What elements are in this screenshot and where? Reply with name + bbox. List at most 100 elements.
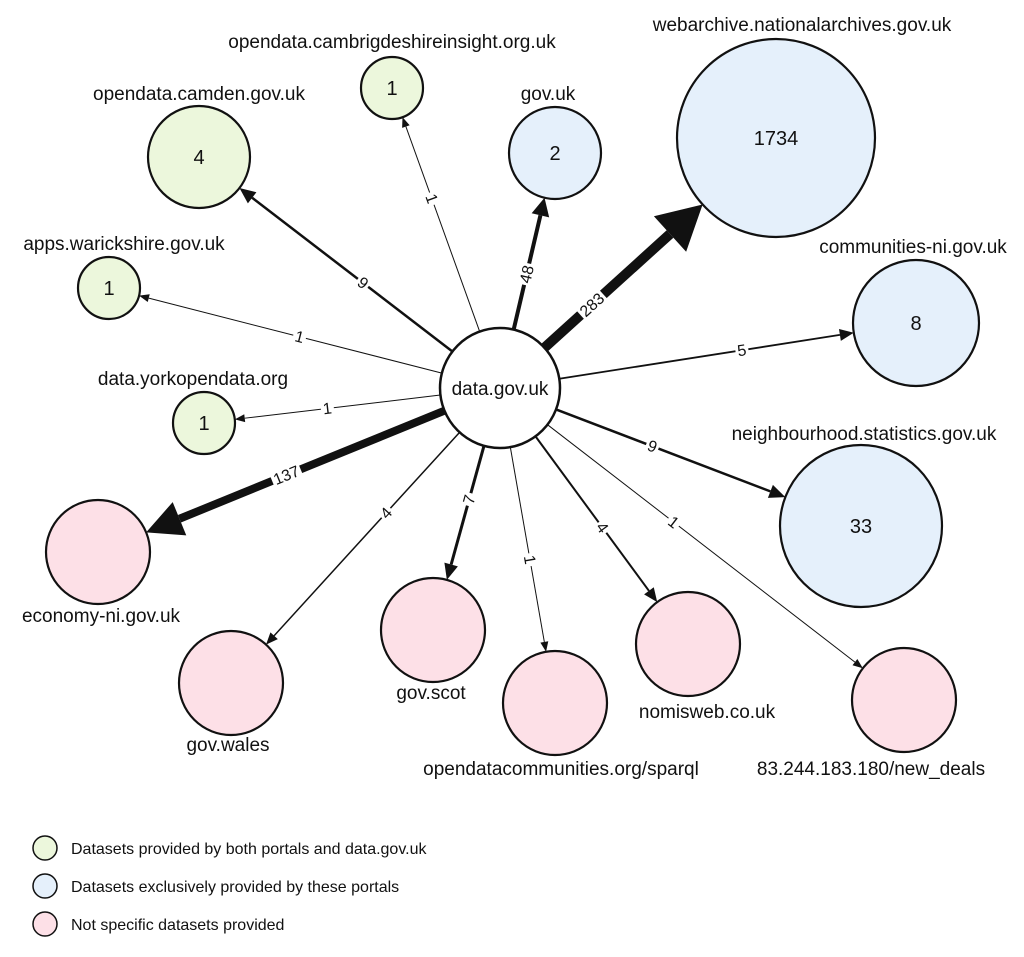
edge-warks: 1 [139,294,442,374]
legend-text-exclusive: Datasets exclusively provided by these p… [71,879,399,896]
edge-arrowhead-cambs [402,117,410,128]
edge-arrowhead-york [234,414,246,423]
node-label-nomis: nomisweb.co.uk [639,702,776,723]
node-label-cambs: opendata.cambrigdeshireinsight.org.uk [228,32,556,53]
node-circle-warks [76,255,142,321]
legend-text-none: Not specific datasets provided [71,917,284,934]
edge-weight: 1 [520,554,538,566]
legend: Datasets provided by both portals and da… [32,835,427,937]
node-circle-communities [851,258,981,388]
node-circle-deals [850,646,958,754]
edge-label-camden: 9 [351,272,374,296]
edge-cambs: 1 [402,117,481,332]
edge-line-york [244,394,441,419]
node-count-cambs: 1 [386,78,397,100]
edge-webarchive: 283 [541,204,703,352]
node-label-govuk: gov.uk [521,84,576,105]
edge-line-deals [547,424,856,663]
node-circle-economy [44,498,152,606]
edge-label-neighbourhood: 9 [642,435,662,459]
edge-neighbourhood: 9 [555,408,786,498]
edge-label-deals: 1 [662,511,685,535]
edge-label-bg [662,511,685,535]
edge-label-york: 1 [319,399,336,420]
edge-arrowhead-scot [444,562,458,580]
node-label-camden: opendata.camden.gov.uk [93,84,305,105]
node-label-economy: economy-ni.gov.uk [22,606,181,627]
edge-york: 1 [234,394,441,423]
node-circle-york [171,390,237,456]
node-label-webarchive: webarchive.nationalarchives.gov.uk [652,15,952,36]
node-circle-nomis [634,590,742,698]
edge-label-bg [419,189,443,209]
edge-label-nomis: 4 [590,517,614,540]
nodes-layer: 4 opendata.camden.gov.uk 1 opendata.cambrig… [22,15,1007,780]
legend-swatch-none [32,911,58,937]
edge-label-communities: 5 [734,340,750,362]
node-economy: economy-ni.gov.uk [22,498,181,627]
legend-item-none: Not specific datasets provided [32,911,284,937]
center-node-circle [438,326,562,450]
edge-arrowhead-webarchive [653,204,703,252]
edge-weight: 1 [293,328,306,347]
node-label-wales: gov.wales [186,735,269,756]
node-deals: 83.244.183.180/new_deals [757,646,985,780]
edge-label-warks: 1 [290,326,308,349]
edge-label-bg [268,461,305,491]
legend-item-exclusive: Datasets exclusively provided by these p… [32,873,399,899]
edge-label-bg [518,551,540,568]
node-cambs: 1 opendata.cambrigdeshireinsight.org.uk [228,32,556,121]
edge-label-cambs: 1 [419,189,443,209]
edge-nomis: 4 [534,435,658,603]
edge-arrowhead-govuk [531,197,550,218]
edge-arrowhead-neighbourhood [767,484,786,498]
edge-line-odc [509,447,545,643]
edge-arrowhead-wales [266,632,278,645]
edge-label-bg [375,502,399,525]
edge-line-communities [559,333,841,380]
edge-label-wales: 4 [375,502,399,525]
node-circle-govuk [507,105,603,201]
edge-arrowhead-warks [139,294,150,303]
node-count-communities: 8 [910,313,921,335]
edge-line-webarchive [541,230,674,352]
edge-label-bg [459,490,482,509]
edge-line-economy [177,406,446,523]
edge-label-bg [515,261,540,288]
legend-swatch-exclusive [32,873,58,899]
edge-label-bg [642,435,662,459]
node-label-scot: gov.scot [396,683,466,704]
legend-swatch-shared [32,835,58,861]
edge-camden: 9 [239,188,454,353]
edge-line-cambs [405,126,481,332]
edge-scot: 7 [444,445,486,580]
edge-deals: 1 [547,424,863,669]
node-nomis: nomisweb.co.uk [634,590,776,723]
edge-arrowhead-economy [146,502,187,536]
node-circle-cambs [359,55,425,121]
node-count-govuk: 2 [549,143,560,165]
edge-arrowhead-nomis [644,587,658,603]
edge-label-scot: 7 [459,490,482,509]
edge-line-camden [251,196,454,353]
node-govuk: 2 gov.uk [507,84,603,201]
edge-arrowhead-deals [852,658,863,669]
edge-label-govuk: 48 [515,261,540,288]
edge-label-bg [574,288,611,323]
node-scot: gov.scot [379,576,487,704]
edge-label-bg [734,340,750,362]
center-node: data.gov.uk [438,326,562,450]
node-count-neighbourhood: 33 [850,516,872,538]
edge-govuk: 48 [511,197,550,331]
node-odc: opendatacommunities.org/sparql [423,649,699,780]
legend-item-shared: Datasets provided by both portals and da… [32,835,427,861]
node-label-york: data.yorkopendata.org [98,369,288,390]
edge-weight: 48 [517,264,538,285]
node-circle-webarchive [675,37,877,239]
